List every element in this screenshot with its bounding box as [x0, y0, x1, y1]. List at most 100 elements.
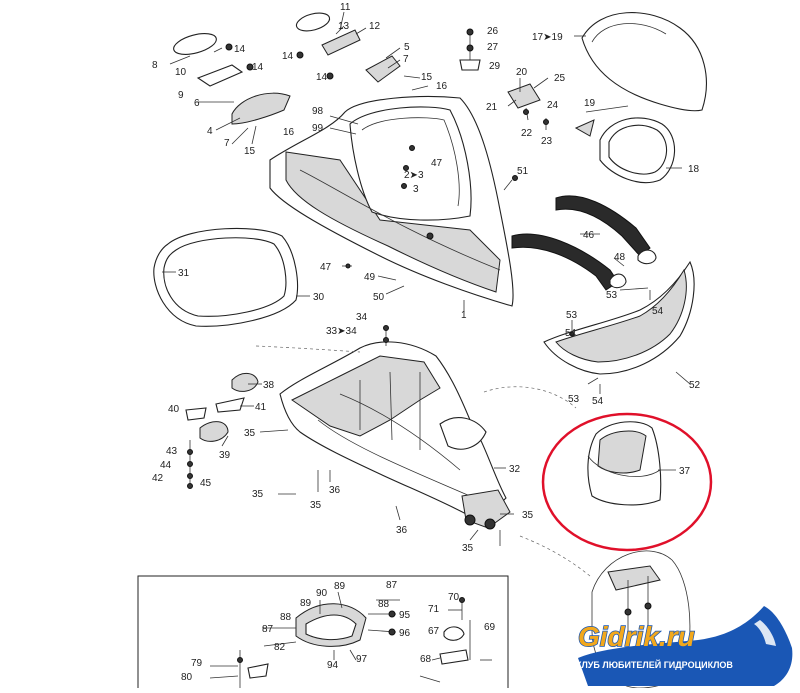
windshield	[574, 12, 707, 112]
label-24: 24	[547, 100, 559, 111]
logo-spray-icon	[754, 620, 776, 646]
label-23: 23	[541, 136, 553, 147]
label-98: 98	[312, 106, 324, 117]
label-13: 13	[338, 21, 350, 32]
label-10: 10	[175, 67, 187, 78]
leader-lines	[255, 345, 591, 577]
label-35d: 35	[522, 510, 534, 521]
label-43: 43	[166, 446, 178, 457]
label-71: 71	[428, 604, 440, 615]
label-38: 38	[263, 380, 275, 391]
label-95: 95	[399, 610, 411, 621]
glove-box-gasket	[153, 227, 310, 327]
label-47a: 47	[431, 158, 443, 169]
label-39: 39	[219, 450, 231, 461]
label-42: 42	[152, 473, 164, 484]
label-15a: 15	[244, 146, 256, 157]
label-97: 97	[356, 654, 368, 665]
hull-frame	[259, 325, 514, 546]
label-37: 37	[679, 466, 691, 477]
label-6: 6	[194, 98, 200, 109]
label-21: 21	[486, 102, 498, 113]
logo-subtitle: КЛУБ ЛЮБИТЕЛЕЙ ГИДРОЦИКЛОВ	[576, 659, 733, 670]
label-44: 44	[160, 460, 172, 471]
label-18: 18	[688, 164, 700, 175]
label-14c: 14	[282, 51, 294, 62]
label-69: 69	[484, 622, 496, 633]
label-33-34: 33➤34	[326, 326, 357, 337]
label-15b: 15	[421, 72, 433, 83]
label-35b: 35	[252, 489, 264, 500]
label-35c: 35	[310, 500, 322, 511]
label-79: 79	[191, 658, 203, 669]
label-5: 5	[404, 42, 410, 53]
label-40: 40	[168, 404, 180, 415]
air-hoses	[511, 195, 657, 291]
label-34: 34	[356, 312, 368, 323]
logo-wave-shape	[578, 606, 793, 686]
label-4: 4	[207, 126, 213, 137]
label-14b: 14	[252, 62, 264, 73]
label-68: 68	[420, 654, 432, 665]
front-cover	[269, 96, 518, 312]
left-hardware	[185, 373, 262, 489]
label-12: 12	[369, 21, 381, 32]
highlight-circle	[541, 412, 713, 552]
label-49: 49	[364, 272, 376, 283]
label-9: 9	[178, 90, 184, 101]
label-14a: 14	[234, 44, 246, 55]
label-52: 52	[689, 380, 701, 391]
label-36b: 36	[396, 525, 408, 536]
label-16b: 16	[436, 81, 448, 92]
gidrik-logo: Gidrik.ru КЛУБ ЛЮБИТЕЛЕЙ ГИДРОЦИКЛОВ	[568, 600, 800, 688]
label-90: 90	[316, 588, 328, 599]
label-35a: 35	[244, 428, 256, 439]
label-2-3: 2➤3	[404, 170, 424, 181]
label-82: 82	[274, 642, 286, 653]
label-47b: 47	[320, 262, 332, 273]
label-29: 29	[489, 61, 501, 72]
label-36a: 36	[329, 485, 341, 496]
label-3: 3	[413, 184, 419, 195]
label-89a: 89	[334, 581, 346, 592]
label-22: 22	[521, 128, 533, 139]
label-67: 67	[428, 626, 440, 637]
label-54c: 54	[592, 396, 604, 407]
detail-box	[137, 575, 509, 688]
label-32: 32	[509, 464, 521, 475]
label-27: 27	[487, 42, 499, 53]
label-45: 45	[200, 478, 212, 489]
label-46: 46	[583, 230, 595, 241]
label-54a: 54	[652, 306, 664, 317]
label-87b: 87	[386, 580, 398, 591]
label-54b: 54	[565, 328, 577, 339]
label-20: 20	[516, 67, 528, 78]
label-96: 96	[399, 628, 411, 639]
label-1: 1	[461, 310, 467, 321]
label-48: 48	[614, 252, 626, 263]
mirror-assembly-left	[169, 11, 429, 145]
hardware-right	[459, 28, 549, 130]
logo-title: Gidrik.ru	[578, 621, 695, 652]
label-89b: 89	[300, 598, 312, 609]
label-94: 94	[327, 660, 339, 671]
nose-panel	[543, 260, 695, 394]
label-7b: 7	[403, 54, 409, 65]
trim-ring	[574, 105, 682, 184]
label-53b: 53	[566, 310, 578, 321]
label-8: 8	[152, 60, 158, 71]
label-19: 19	[584, 98, 596, 109]
label-41: 41	[255, 402, 267, 413]
label-53a: 53	[606, 290, 618, 301]
label-70: 70	[448, 592, 460, 603]
label-88a: 88	[280, 612, 292, 623]
label-7a: 7	[224, 138, 230, 149]
label-50: 50	[373, 292, 385, 303]
label-11: 11	[340, 2, 351, 13]
label-87a: 87	[262, 624, 274, 635]
label-25: 25	[554, 73, 566, 84]
part-labels: 1 2➤3 3 4 5 6 7 7 8 9 10 11 12 13 14 14 …	[152, 2, 701, 683]
label-17-19: 17➤19	[532, 32, 563, 43]
label-14d: 14	[316, 72, 328, 83]
